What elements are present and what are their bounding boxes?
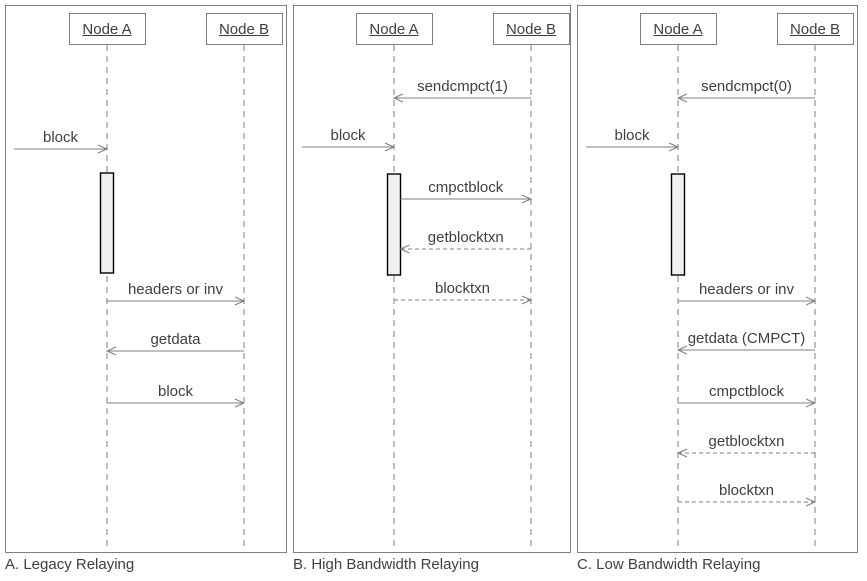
node-b-box: Node B: [205, 13, 283, 45]
node-b-box: Node B: [492, 13, 570, 45]
sequence-diagram-high-bandwidth: sendcmpct(1) block cmpctblock getblocktxn bl…: [302, 45, 533, 546]
node-a-label: Node A: [653, 20, 703, 38]
sequence-diagram-low-bandwidth: sendcmpct(0) block headers or inv getdata (…: [586, 45, 817, 546]
node-a-label: Node A: [82, 20, 132, 38]
message-arrowhead: [805, 497, 817, 507]
node-a-label: Node A: [369, 20, 419, 38]
message-arrowhead: [676, 448, 688, 458]
message-label: getblocktxn: [709, 433, 785, 450]
message-label: blocktxn: [435, 280, 490, 297]
message-label: block: [330, 127, 366, 144]
message-label: getblocktxn: [428, 229, 504, 246]
node-b-label: Node B: [505, 20, 557, 38]
message-arrowhead: [105, 346, 117, 356]
message-arrowhead: [392, 93, 404, 103]
message-arrowhead: [676, 345, 688, 355]
activation-bar: [99, 172, 115, 274]
message-arrowhead: [668, 142, 680, 152]
node-b-box: Node B: [776, 13, 854, 45]
message-arrowhead: [676, 93, 688, 103]
node-a-box: Node A: [68, 13, 146, 45]
node-a-box: Node A: [355, 13, 433, 45]
message-label: sendcmpct(1): [417, 78, 508, 95]
message-arrowhead: [399, 244, 410, 254]
message-arrowhead: [805, 296, 817, 306]
message-arrowhead: [805, 398, 817, 408]
message-label: block: [158, 383, 194, 400]
message-arrowhead: [521, 194, 533, 204]
message-arrowhead: [234, 398, 246, 408]
message-label: sendcmpct(0): [701, 78, 792, 95]
sequence-diagram-legacy: block headers or inv getdata block: [14, 45, 246, 546]
message-label: getdata: [150, 331, 201, 348]
panel-legacy-relaying: Node A Node B block headers or inv getdata…: [5, 5, 287, 553]
message-arrowhead: [384, 142, 396, 152]
caption-low-bandwidth-relaying: C. Low Bandwidth Relaying: [577, 556, 761, 573]
node-b-label: Node B: [789, 20, 841, 38]
activation-bar: [386, 173, 402, 276]
node-b-label: Node B: [218, 20, 270, 38]
message-label: block: [43, 129, 79, 146]
message-label: headers or inv: [699, 281, 795, 298]
message-arrowhead: [521, 295, 533, 305]
panel-high-bandwidth-relaying: Node A Node B sendcmpct(1) block cmpctbloc…: [293, 5, 571, 553]
node-a-box: Node A: [639, 13, 717, 45]
message-label: getdata (CMPCT): [688, 330, 806, 347]
caption-legacy-relaying: A. Legacy Relaying: [5, 556, 135, 573]
message-arrowhead: [234, 296, 246, 306]
message-label: headers or inv: [128, 281, 224, 298]
activation-bar: [670, 173, 686, 276]
message-arrowhead: [97, 144, 109, 154]
message-label: blocktxn: [719, 482, 774, 499]
message-label: block: [614, 127, 650, 144]
caption-high-bandwidth-relaying: B. High Bandwidth Relaying: [293, 556, 479, 573]
message-label: cmpctblock: [709, 383, 785, 400]
panel-low-bandwidth-relaying: Node A Node B sendcmpct(0) block headers o…: [577, 5, 858, 553]
message-label: cmpctblock: [428, 179, 504, 196]
